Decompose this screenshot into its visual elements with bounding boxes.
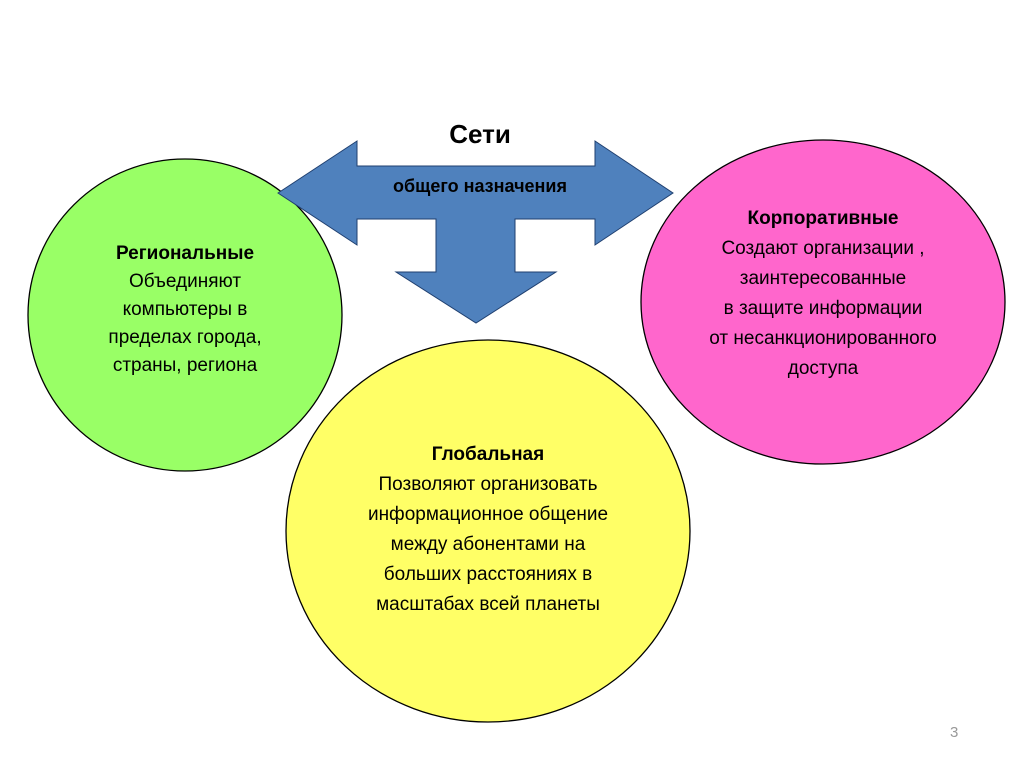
regional-text: Региональные Объединяют компьютеры в пре… <box>40 240 330 380</box>
regional-line: Объединяют <box>128 271 242 292</box>
global-line: Позволяют организовать <box>378 474 598 495</box>
global-text: Глобальная Позволяют организовать информ… <box>320 440 656 620</box>
corporate-line: от несанкционированного <box>709 328 937 349</box>
global-line: масштабах всей планеты <box>376 594 600 615</box>
networks-title: Сети <box>449 119 511 149</box>
corporate-line: в защите информации <box>723 298 923 319</box>
global-line: информационное общение <box>367 504 609 525</box>
global-line: больших расстояниях в <box>383 564 593 585</box>
corporate-line: заинтересованные <box>739 268 907 289</box>
corporate-circle <box>640 139 1006 465</box>
global-line: между абонентами на <box>390 534 586 555</box>
general-purpose-label: общего назначения <box>393 176 567 196</box>
page-number: 3 <box>950 724 959 741</box>
regional-line: пределах города, <box>108 327 262 348</box>
regional-line: компьютеры в <box>122 299 248 320</box>
corporate-text: Корпоративные Создают организации , заин… <box>650 204 996 384</box>
corporate-title: Корпоративные <box>747 208 899 229</box>
regional-circle <box>27 158 343 472</box>
regional-line: страны, региона <box>112 355 258 376</box>
three-way-arrow <box>277 140 674 324</box>
regional-title: Региональные <box>115 243 255 264</box>
global-title: Глобальная <box>431 444 545 465</box>
global-circle <box>285 339 691 723</box>
corporate-line: доступа <box>787 358 859 379</box>
corporate-line: Создают организации , <box>721 238 925 259</box>
